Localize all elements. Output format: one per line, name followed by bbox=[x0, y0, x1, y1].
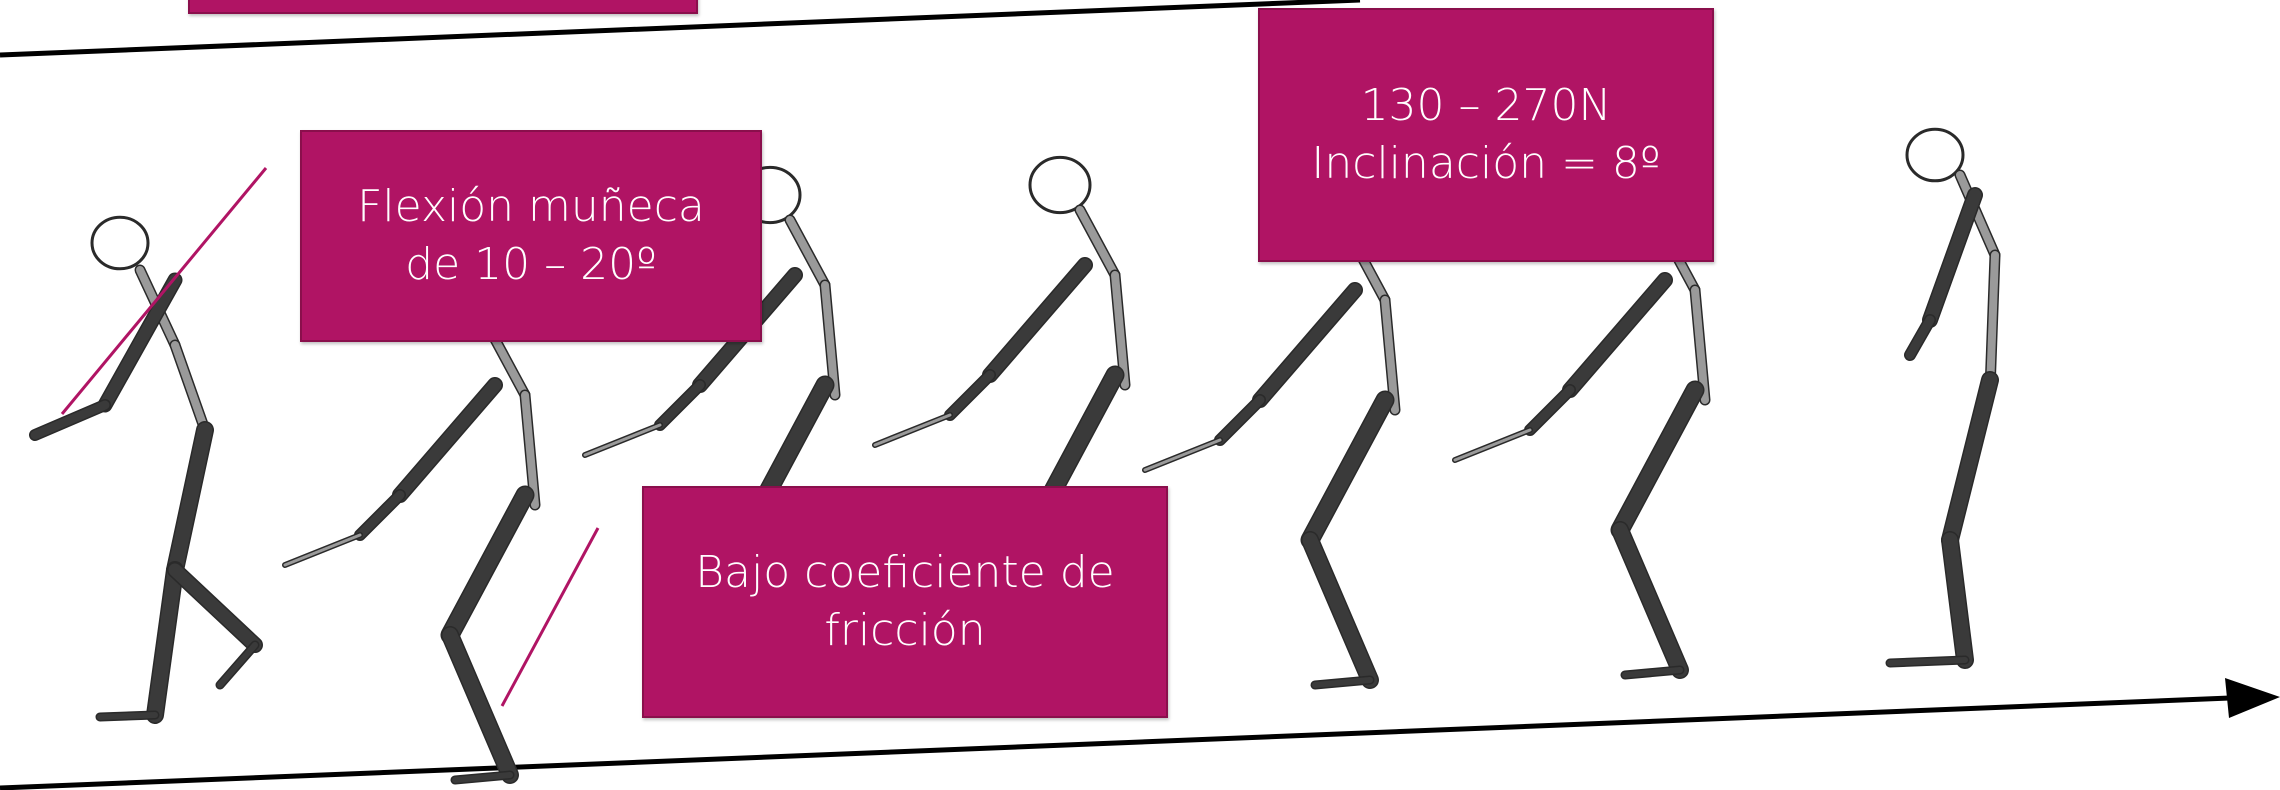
callout-wrist-line1: Flexión muñeca bbox=[357, 180, 705, 232]
callout-friction-line2: fricción bbox=[824, 605, 986, 656]
callout-wrist-flexion: Flexión muñeca de 10 – 20º bbox=[300, 130, 762, 342]
callout-force-inclination: 130 – 270N Inclinación = 8º bbox=[1258, 8, 1714, 262]
callout-top-partial bbox=[188, 0, 698, 14]
callout-force-line2: Inclinación = 8º bbox=[1311, 138, 1661, 189]
callout-force-line1: 130 – 270N bbox=[1360, 79, 1612, 131]
callout-friction: Bajo coeficiente de fricción bbox=[642, 486, 1168, 718]
wrist-pointer-line bbox=[60, 167, 268, 415]
arrowhead-icon bbox=[2225, 678, 2280, 718]
stick-figure-1-leaning-back bbox=[29, 215, 263, 724]
figures-layer bbox=[29, 127, 2001, 785]
friction-pointer-line bbox=[500, 527, 600, 707]
callout-wrist-line2: de 10 – 20º bbox=[405, 239, 657, 290]
ground-line-upper bbox=[0, 0, 1361, 58]
stick-figure-7-upright bbox=[1885, 127, 2001, 669]
callout-friction-line1: Bajo coeficiente de bbox=[695, 546, 1115, 598]
stick-figure-2-crouched bbox=[282, 275, 541, 785]
ground-line-lower bbox=[0, 695, 2231, 790]
